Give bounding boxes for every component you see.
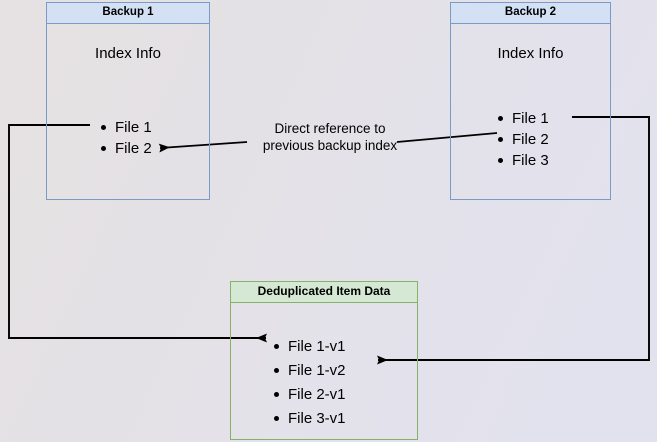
edge-label-direct-reference: Direct reference to previous backup inde…: [245, 120, 415, 154]
list-item: File 2: [496, 129, 549, 150]
dedup-file-list: File 1-v1 File 1-v2 File 2-v1 File 3-v1: [272, 335, 346, 431]
list-item: File 2-v1: [272, 383, 346, 407]
node-backup-1-title: Index Info: [95, 45, 161, 62]
list-item: File 3-v1: [272, 407, 346, 431]
edge-backup2-to-backup1-head: [158, 141, 248, 153]
edge-backup2-to-backup1: [396, 132, 498, 143]
list-item: File 2: [99, 138, 152, 159]
backup-1-file-list: File 1 File 2: [99, 117, 152, 159]
list-item: File 3: [496, 150, 549, 171]
edge-label-line-2: previous backup index: [262, 138, 398, 153]
list-item: File 1: [496, 108, 549, 129]
list-item: File 1-v2: [272, 359, 346, 383]
node-backup-1-header: Backup 1: [47, 3, 209, 24]
node-deduplicated-item-data[interactable]: Deduplicated Item Data File 1-v1 File 1-…: [230, 281, 418, 440]
node-backup-2[interactable]: Backup 2 Index Info File 1 File 2 File 3: [450, 2, 611, 200]
edge-label-line-1: Direct reference to: [274, 121, 386, 136]
list-item: File 1-v1: [272, 335, 346, 359]
node-backup-2-title: Index Info: [497, 45, 564, 62]
list-item: File 1: [99, 117, 152, 138]
node-deduplicated-item-data-header: Deduplicated Item Data: [231, 282, 417, 303]
node-backup-1[interactable]: Backup 1 Index Info File 1 File 2: [46, 2, 210, 200]
backup-2-file-list: File 1 File 2 File 3: [496, 108, 549, 171]
edge-backup1-to-dedup: [8, 124, 267, 343]
node-backup-2-header: Backup 2: [451, 3, 610, 24]
